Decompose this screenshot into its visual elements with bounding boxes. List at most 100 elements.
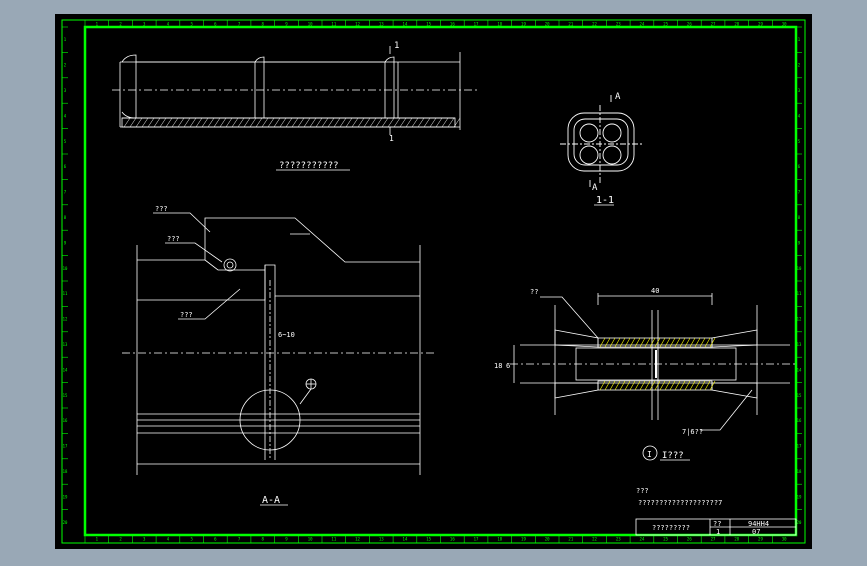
ruler-digit: 2 (119, 22, 122, 27)
ruler-digit: 20 (545, 537, 550, 542)
border-ruler: 1122334455667788991010111112121313141415… (62, 20, 802, 543)
ruler-digit: 18 (497, 537, 502, 542)
aa-label-top: ??? (155, 205, 168, 213)
section-1-1-title: 1-1 (596, 195, 614, 206)
ruler-digit: 27 (711, 537, 716, 542)
ruler-digit: 16 (797, 418, 802, 423)
ruler-digit: 16 (450, 22, 455, 27)
ruler-digit: 11 (797, 291, 802, 296)
ruler-digit: 4 (167, 537, 170, 542)
ruler-digit: 13 (63, 342, 68, 347)
ruler-digit: 16 (63, 418, 68, 423)
detail-height-dim: 18 (494, 362, 502, 370)
ruler-digit: 28 (734, 537, 739, 542)
ruler-digit: 10 (63, 266, 68, 271)
ruler-digit: 15 (426, 22, 431, 27)
detail-circle-mark: I (647, 450, 652, 459)
ruler-digit: 12 (355, 537, 360, 542)
ruler-digit: 10 (308, 537, 313, 542)
ruler-digit: 29 (758, 22, 763, 27)
ruler-digit: 19 (797, 494, 802, 499)
ruler-digit: 5 (190, 537, 193, 542)
ruler-digit: 3 (143, 537, 146, 542)
ruler-digit: 7 (238, 537, 241, 542)
cut-mark-1-top: 1 (394, 41, 399, 51)
detail-bottom-label: 7|6?? (682, 428, 703, 436)
ruler-digit: 2 (798, 63, 801, 68)
ruler-digit: 14 (63, 367, 68, 372)
ruler-digit: 29 (758, 537, 763, 542)
title-block-text: ????????? ?? 1 94HH4 07 (652, 520, 769, 536)
aa-label-low: ??? (180, 311, 193, 319)
detail-annotations: ?? 40 18 6 7|6?? (494, 287, 703, 436)
ruler-digit: 24 (640, 537, 645, 542)
ruler-digit: 15 (797, 393, 802, 398)
ruler-digit: 6 (64, 164, 67, 169)
ruler-digit: 2 (119, 537, 122, 542)
ruler-digit: 22 (592, 22, 597, 27)
ruler-digit: 12 (355, 22, 360, 27)
ruler-digit: 19 (521, 22, 526, 27)
ruler-digit: 13 (797, 342, 802, 347)
ruler-digit: 18 (797, 469, 802, 474)
ruler-digit: 4 (798, 113, 801, 118)
ruler-digit: 24 (640, 22, 645, 27)
ruler-digit: 8 (64, 215, 67, 220)
ruler-digit: 9 (64, 240, 67, 245)
ruler-digit: 7 (64, 190, 67, 195)
section-1-1 (560, 95, 642, 187)
ruler-digit: 2 (64, 63, 67, 68)
aa-annotations: ??? ??? ??? 6~10 (155, 205, 295, 339)
ruler-digit: 13 (379, 537, 384, 542)
ruler-digit: 27 (711, 22, 716, 27)
ruler-digit: 20 (545, 22, 550, 27)
ruler-digit: 12 (63, 317, 68, 322)
ruler-digit: 26 (687, 537, 692, 542)
ruler-digit: 5 (64, 139, 67, 144)
ruler-digit: 18 (497, 22, 502, 27)
title-block (635, 518, 797, 536)
ruler-digit: 8 (262, 22, 265, 27)
notes-text: ???????????????????7 (638, 499, 722, 507)
notes-label: ??? (636, 487, 649, 495)
detail-side-dim: 6 (506, 362, 510, 370)
ruler-digit: 1 (64, 37, 67, 42)
ruler-digit: 9 (798, 240, 801, 245)
ruler-digit: 7 (798, 190, 801, 195)
ruler-digit: 20 (63, 520, 68, 525)
tb-scale-value: 1 (716, 528, 720, 536)
elevation-title: ??????????? (279, 161, 339, 171)
ruler-digit: 10 (308, 22, 313, 27)
ruler-digit: 11 (331, 22, 336, 27)
section-a-a-title: A-A (262, 495, 280, 506)
ruler-digit: 4 (167, 22, 170, 27)
outer-border (61, 19, 806, 544)
ruler-digit: 1 (798, 37, 801, 42)
ruler-digit: 1 (96, 537, 99, 542)
ruler-digit: 28 (734, 22, 739, 27)
ruler-digit: 30 (782, 537, 787, 542)
ruler-digit: 1 (96, 22, 99, 27)
ruler-digit: 26 (687, 22, 692, 27)
ruler-digit: 14 (403, 537, 408, 542)
ruler-digit: 12 (797, 317, 802, 322)
ruler-digit: 23 (616, 22, 621, 27)
section-a-a (122, 212, 436, 475)
detail-width-dim: 40 (651, 287, 659, 295)
detail-i (510, 293, 795, 461)
ruler-digit: 23 (616, 537, 621, 542)
ruler-digit: 9 (285, 537, 288, 542)
ruler-digit: 16 (450, 537, 455, 542)
tb-drawing-no: 94HH4 (748, 520, 769, 528)
ruler-digit: 15 (63, 393, 68, 398)
ruler-digit: 21 (568, 22, 573, 27)
ruler-digit: 3 (143, 22, 146, 27)
ruler-digit: 17 (797, 444, 802, 449)
tb-name: ????????? (652, 524, 690, 532)
cut-mark-a-bottom: A (592, 183, 598, 193)
ruler-digit: 4 (64, 113, 67, 118)
aa-label-mid: ??? (167, 235, 180, 243)
ruler-digit: 17 (63, 444, 68, 449)
